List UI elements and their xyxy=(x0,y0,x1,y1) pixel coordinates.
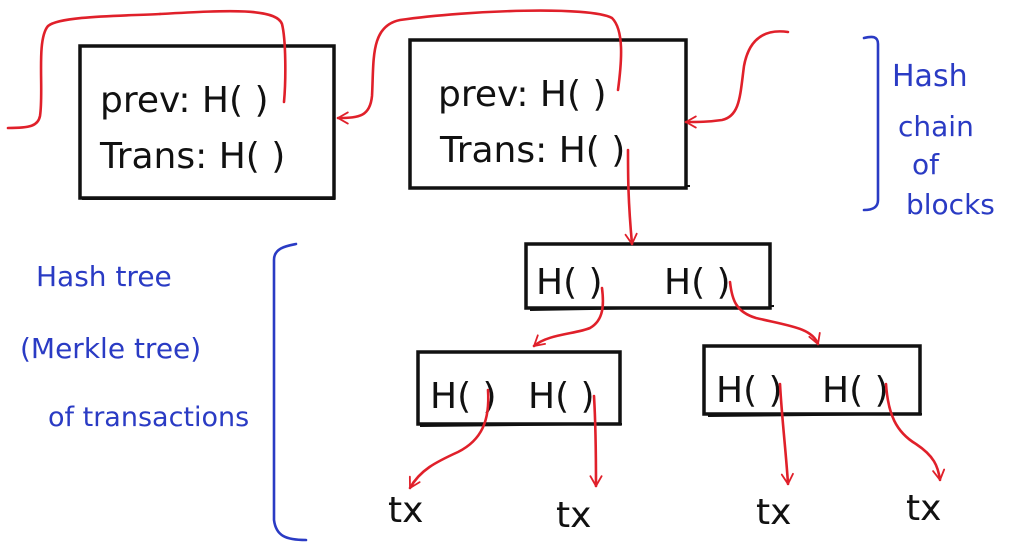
leaf-tx-2: tx xyxy=(556,495,591,536)
merkle-root-node: H( ) H( ) xyxy=(524,242,775,311)
left-node-left-pointer xyxy=(408,388,490,490)
block-2-trans-label: Trans: H( ) xyxy=(439,130,625,171)
merkle-left-node: H( ) H( ) xyxy=(416,350,623,427)
block-1-prev-label: prev: H( ) xyxy=(100,80,269,121)
tree-annotation: Hash tree (Merkle tree) of transactions xyxy=(20,242,308,542)
right-node-left-pointer xyxy=(778,382,794,486)
leaf-tx-4: tx xyxy=(906,488,941,529)
right-node-right-hash: H( ) xyxy=(822,370,889,411)
chain-annotation: Hash chain of blocks xyxy=(862,35,995,221)
block-2: prev: H( ) Trans: H( ) xyxy=(408,38,691,190)
block-2-prev-pointer xyxy=(336,9,623,125)
merkle-right-node: H( ) H( ) xyxy=(702,344,923,417)
left-node-right-pointer xyxy=(589,394,603,488)
tree-bracket xyxy=(272,242,308,542)
block-1-prev-pointer xyxy=(158,9,287,104)
pointer-into-block-1 xyxy=(6,12,162,130)
tree-note-line-1: Hash tree xyxy=(36,260,172,293)
leaf-tx-3: tx xyxy=(756,492,791,533)
chain-bracket xyxy=(862,35,880,212)
right-node-right-pointer xyxy=(884,382,946,482)
left-node-right-hash: H( ) xyxy=(528,376,595,417)
chain-note-line-3: of xyxy=(912,148,940,181)
right-node-left-hash: H( ) xyxy=(716,370,783,411)
block-2-prev-label: prev: H( ) xyxy=(438,74,607,115)
chain-note-line-2: chain xyxy=(898,110,974,143)
root-left-pointer xyxy=(532,286,605,348)
leaf-tx-1: tx xyxy=(388,490,423,531)
hash-pointer-arrows xyxy=(6,9,946,490)
root-right-pointer xyxy=(728,280,821,346)
block-1: prev: H( ) Trans: H( ) xyxy=(78,44,336,200)
left-node-left-hash: H( ) xyxy=(430,376,497,417)
chain-note-line-1: Hash xyxy=(892,59,968,94)
block-1-trans-label: Trans: H( ) xyxy=(99,136,285,177)
tree-note-line-2: (Merkle tree) xyxy=(20,332,201,365)
root-right-hash: H( ) xyxy=(664,262,731,303)
block-2-trans-pointer xyxy=(624,148,638,246)
tree-note-line-3: of transactions xyxy=(48,402,249,433)
pointer-into-block-2 xyxy=(684,30,790,129)
chain-note-line-4: blocks xyxy=(906,188,995,221)
root-left-hash: H( ) xyxy=(536,262,603,303)
